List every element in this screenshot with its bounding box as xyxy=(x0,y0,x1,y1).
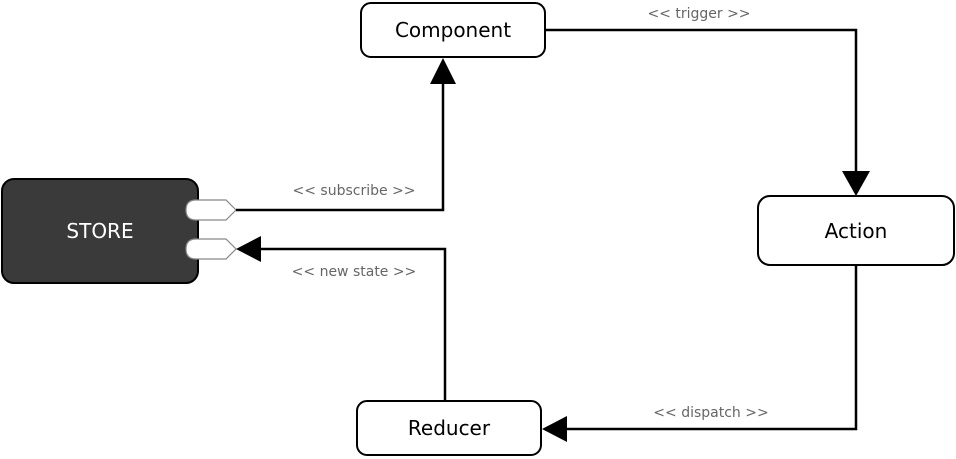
subscribe-arrowhead xyxy=(430,58,456,84)
component-node[interactable]: Component xyxy=(360,2,546,58)
store-box xyxy=(1,178,199,284)
subscribe-edge xyxy=(236,82,445,212)
reducer-node[interactable]: Reducer xyxy=(356,400,542,456)
subscribe-port xyxy=(185,199,237,221)
dispatch-edge-label: << dispatch >> xyxy=(653,405,768,421)
reducer-box xyxy=(356,400,542,456)
action-label: Action xyxy=(825,219,888,243)
store-label: STORE xyxy=(66,219,133,243)
new-state-edge-label: << new state >> xyxy=(292,264,417,280)
trigger-edge-label: << trigger >> xyxy=(647,6,750,22)
trigger-edge xyxy=(545,28,858,172)
action-node[interactable]: Action xyxy=(757,195,955,266)
trigger-arrowhead xyxy=(842,171,870,196)
dispatch-edge xyxy=(566,265,858,431)
store-node[interactable]: STORE xyxy=(1,178,199,284)
subscribe-edge-label: << subscribe >> xyxy=(292,183,415,199)
component-label: Component xyxy=(395,18,511,42)
new-state-arrowhead xyxy=(236,236,261,262)
dispatch-arrowhead xyxy=(542,416,567,442)
reducer-label: Reducer xyxy=(408,416,491,440)
new-state-edge xyxy=(260,247,447,401)
new-state-port xyxy=(185,238,237,260)
